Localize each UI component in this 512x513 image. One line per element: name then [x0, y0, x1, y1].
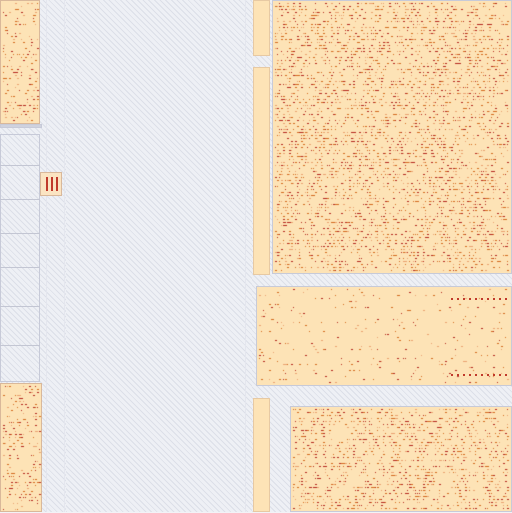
center-routing-channel [66, 0, 252, 512]
vertical-routing-lane [245, 0, 246, 512]
grid-row-divider [0, 233, 40, 234]
bus-connector-icon [451, 298, 511, 376]
grid-row-divider [0, 345, 40, 346]
grid-row-divider [0, 267, 40, 268]
right-middle-macro-cells [257, 287, 511, 385]
grid-row-divider [0, 199, 40, 200]
left-macro-top-cells [1, 1, 41, 125]
right-bottom-macro-frame [290, 406, 512, 512]
right-middle-macro-frame [256, 286, 512, 386]
bus-connector-icon [46, 177, 58, 191]
grid-row-divider [0, 165, 40, 166]
left-macro-block-top [0, 0, 41, 125]
grid-row-divider [0, 306, 40, 307]
left-macro-block-bottom [0, 383, 43, 513]
left-macro-top-frame [0, 124, 42, 128]
right-bottom-macro-cells [291, 407, 511, 511]
right-top-macro-frame [272, 0, 512, 274]
bus-connector-pad [40, 172, 62, 196]
vertical-strip-mid [253, 67, 270, 275]
vertical-routing-lane [64, 0, 65, 512]
left-macro-bottom-cells [1, 384, 43, 513]
vertical-strip-bottom [253, 398, 270, 512]
vertical-routing-lane [46, 0, 47, 512]
right-top-macro-cells [273, 1, 511, 273]
left-grid-region [0, 134, 40, 382]
vertical-strip-top [253, 0, 270, 56]
